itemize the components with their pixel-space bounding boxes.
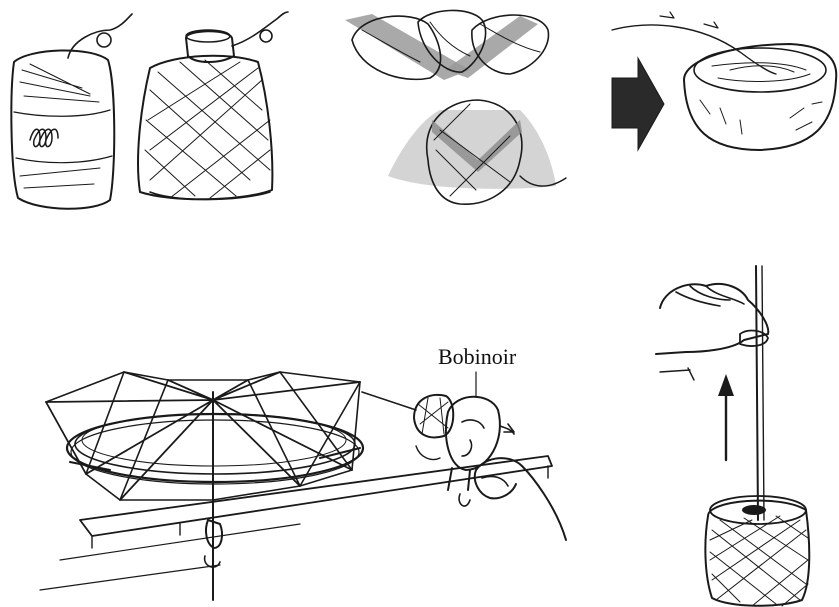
center-pull-ball	[705, 496, 809, 606]
hand	[656, 284, 768, 380]
labeled-yarn-ball	[11, 14, 132, 209]
yarn-in-bowl	[612, 12, 836, 150]
twisted-skein-to-ball	[345, 10, 566, 204]
pull-from-center-ball	[656, 266, 809, 606]
ball-winder	[362, 392, 566, 540]
up-arrow-icon	[718, 374, 734, 460]
yarn-cone	[138, 12, 288, 200]
swift-and-ball-winder	[40, 372, 566, 600]
yarn-skein-and-cone	[11, 12, 288, 209]
umbrella-swift	[46, 372, 363, 600]
right-arrow-icon	[612, 58, 664, 150]
winder-label: Bobinoir	[438, 344, 516, 370]
